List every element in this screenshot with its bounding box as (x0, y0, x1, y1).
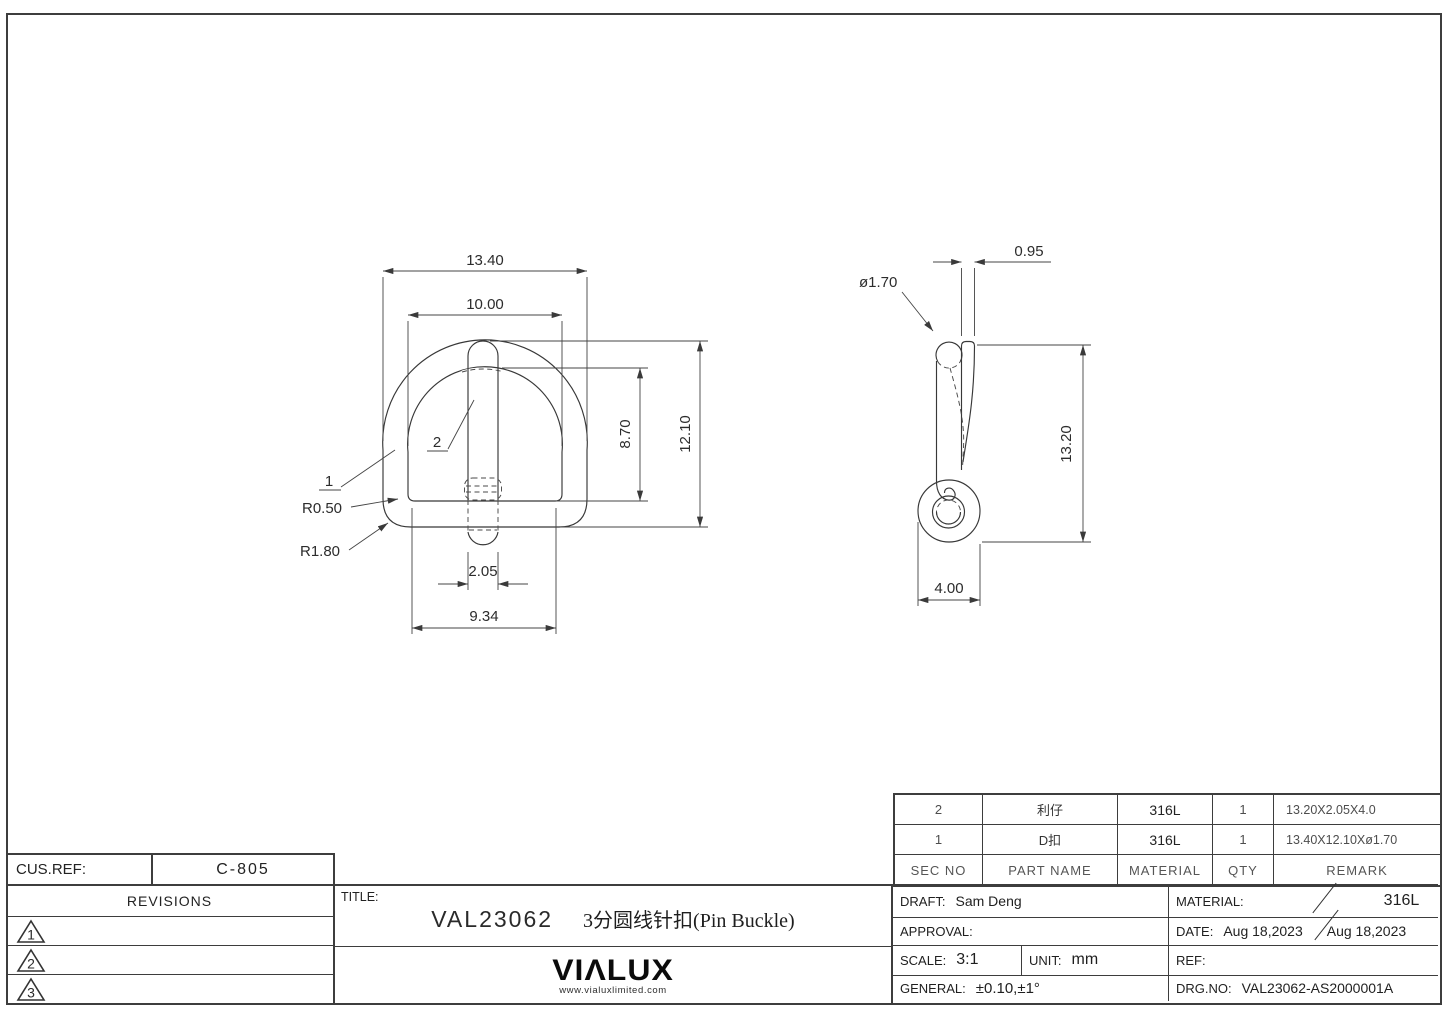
draft-cell: DRAFT: Sam Deng (893, 886, 1168, 917)
table-cell-material: 316L (1118, 825, 1213, 855)
unit-cell: UNIT: mm (1021, 946, 1168, 975)
revisions-header: REVISIONS (126, 893, 213, 909)
approval-label: APPROVAL: (900, 923, 973, 939)
table-cell-remark: 13.20X2.05X4.0 (1274, 795, 1440, 825)
table-cell-qty: 1 (1213, 825, 1274, 855)
customer-ref-box: CUS.REF: C-805 (6, 853, 335, 884)
info-block: DRAFT: Sam Deng MATERIAL: 316L APPROVAL:… (893, 886, 1438, 1003)
title-label: TITLE: (341, 890, 379, 904)
drg-no-label: DRG.NO: (1176, 980, 1232, 996)
table-cell-part-name: 利仔 (983, 795, 1118, 825)
table-cell-qty: 1 (1213, 795, 1274, 825)
title-block: REVISIONS 1 2 3 (6, 884, 1438, 1003)
drawing-title-cell: TITLE: VAL23062 3分圆线针扣(Pin Buckle) (335, 886, 891, 947)
unit-value: mm (1071, 951, 1099, 969)
date-value-2: Aug 18,2023 (1326, 923, 1407, 940)
unit-label: UNIT: (1029, 952, 1062, 968)
scale-label: SCALE: (900, 952, 947, 968)
logo-url: www.vialuxlimited.com (559, 985, 667, 996)
table-cell-sec-no: 2 (895, 795, 983, 825)
table-header-part-name: PART NAME (983, 855, 1118, 885)
svg-text:1: 1 (27, 926, 35, 942)
table-header-material: MATERIAL (1118, 855, 1213, 885)
sheet-border (6, 13, 1442, 1005)
scale-value: 3:1 (956, 951, 979, 969)
table-header-sec-no: SEC NO (895, 855, 983, 885)
revision-triangle-icon: 3 (16, 976, 46, 1001)
revision-row-2: 2 (6, 945, 333, 974)
table-cell-remark: 13.40X12.10Xø1.70 (1274, 825, 1440, 855)
drawing-title-block: TITLE: VAL23062 3分圆线针扣(Pin Buckle) VIΛLU… (335, 886, 893, 1003)
ref-cell: REF: (1168, 946, 1438, 975)
material-cell: MATERIAL: 316L (1168, 886, 1438, 917)
svg-text:2: 2 (27, 955, 35, 971)
table-cell-part-name: D扣 (983, 825, 1118, 855)
table-cell-sec-no: 1 (895, 825, 983, 855)
ref-label: REF: (1176, 952, 1206, 968)
date-cell: DATE: Aug 18,2023 Aug 18,2023 (1168, 917, 1438, 945)
general-value: ±0.10,±1° (975, 979, 1040, 997)
material-label: MATERIAL: (1176, 893, 1244, 909)
approval-cell: APPROVAL: (893, 918, 1168, 946)
material-value: 316L (1383, 892, 1420, 910)
table-header-remark: REMARK (1326, 862, 1388, 878)
draft-label: DRAFT: (900, 893, 946, 909)
revision-triangle-icon: 2 (16, 947, 46, 972)
general-label: GENERAL: (900, 980, 966, 996)
scale-cell: SCALE: 3:1 (893, 946, 1021, 975)
general-tolerance-cell: GENERAL: ±0.10,±1° (893, 976, 1168, 1002)
logo-cell: VIΛLUX www.vialuxlimited.com (335, 947, 891, 1003)
date-value-1: Aug 18,2023 (1223, 923, 1303, 940)
table-header-qty: QTY (1213, 855, 1274, 885)
revisions-block: REVISIONS 1 2 3 (6, 886, 335, 1003)
drg-no-cell: DRG.NO: VAL23062-AS2000001A (1168, 975, 1438, 1001)
draft-value: Sam Deng (955, 893, 1022, 910)
drawing-title-text: 3分圆线针扣(Pin Buckle) (583, 910, 795, 932)
revision-triangle-icon: 1 (16, 918, 46, 943)
revision-row-1: 1 (6, 916, 333, 945)
drawing-code: VAL23062 (431, 906, 554, 932)
drg-no-value: VAL23062-AS2000001A (1241, 980, 1394, 997)
date-label: DATE: (1176, 923, 1214, 939)
svg-text:3: 3 (27, 984, 35, 1000)
customer-ref-value: C-805 (216, 860, 270, 878)
vialux-logo: VIΛLUX (552, 953, 674, 987)
customer-ref-label: CUS.REF: (8, 855, 153, 884)
table-cell-material: 316L (1118, 795, 1213, 825)
parts-table: 2 利仔 316L 1 13.20X2.05X4.0 1 D扣 316L 1 1… (893, 793, 1442, 887)
revision-row-3: 3 (6, 974, 333, 1003)
